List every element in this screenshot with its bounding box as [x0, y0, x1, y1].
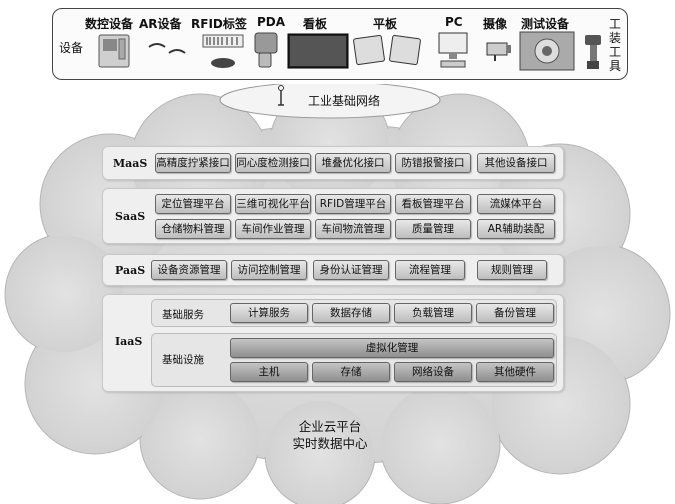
camera-icon: [485, 39, 513, 63]
network-label: 工业基础网络: [308, 94, 381, 108]
saas-item[interactable]: 三维可视化平台: [235, 194, 311, 214]
basic-service-item[interactable]: 备份管理: [476, 303, 554, 323]
saas-item[interactable]: 车间作业管理: [235, 219, 311, 239]
infrastructure-item[interactable]: 存储: [312, 362, 390, 382]
saas-item[interactable]: AR辅助装配: [477, 219, 555, 239]
power-tool-icon: [581, 31, 605, 71]
iaas-layer: IaaS 基础服务 计算服务 数据存储 负载管理 备份管理 基础设施 虚拟化管理…: [102, 294, 564, 392]
infrastructure-panel: 基础设施 虚拟化管理 主机 存储 网络设备 其他硬件: [151, 333, 557, 387]
device-label-tablet: 平板: [373, 17, 398, 31]
saas-item[interactable]: 质量管理: [395, 219, 471, 239]
basic-service-item[interactable]: 负载管理: [394, 303, 472, 323]
infrastructure-item[interactable]: 网络设备: [394, 362, 472, 382]
maas-layer-name: MaaS: [113, 157, 148, 170]
device-label-tool: 工装工具: [609, 17, 622, 73]
device-label-test: 测试设备: [521, 17, 570, 31]
maas-item[interactable]: 同心度检测接口: [235, 153, 311, 173]
maas-item[interactable]: 防错报警接口: [395, 153, 471, 173]
virtualization-bar[interactable]: 虚拟化管理: [230, 338, 554, 358]
saas-layer: SaaS 定位管理平台 三维可视化平台 RFID管理平台 看板管理平台 流媒体平…: [102, 188, 564, 244]
device-label-board: 看板: [303, 17, 328, 31]
saas-layer-name: SaaS: [115, 210, 146, 223]
test-equipment-icon: [519, 31, 575, 71]
infrastructure-item[interactable]: 其他硬件: [476, 362, 554, 382]
maas-layer: MaaS 高精度拧紧接口 同心度检测接口 堆叠优化接口 防错报警接口 其他设备接…: [102, 146, 564, 180]
basic-services-label: 基础服务: [162, 309, 204, 321]
infrastructure-label: 基础设施: [162, 354, 204, 366]
device-label-camera: 摄像: [483, 17, 508, 31]
display-board-icon: [287, 33, 349, 69]
network-antenna-icon: [276, 84, 286, 106]
ar-glasses-icon: [147, 39, 187, 59]
device-label-ar: AR设备: [139, 17, 182, 31]
device-bar: 设备 数控设备 AR设备 RFID标签 PDA 看板 平板 PC 摄像 测试设备…: [52, 8, 628, 80]
footer-line1: 企业云平台: [298, 419, 362, 434]
cnc-machine-icon: [97, 31, 131, 69]
saas-item[interactable]: 定位管理平台: [155, 194, 231, 214]
maas-item[interactable]: 高精度拧紧接口: [155, 153, 231, 173]
device-label-cnc: 数控设备: [85, 17, 134, 31]
device-label-rfid: RFID标签: [191, 17, 247, 31]
pda-icon: [251, 31, 281, 69]
maas-item[interactable]: 堆叠优化接口: [315, 153, 391, 173]
basic-services-panel: 基础服务 计算服务 数据存储 负载管理 备份管理: [151, 299, 557, 327]
footer-line2: 实时数据中心: [292, 436, 368, 451]
devices-title: 设备: [59, 41, 84, 55]
basic-service-item[interactable]: 计算服务: [230, 303, 308, 323]
device-label-pda: PDA: [257, 15, 286, 29]
paas-item[interactable]: 规则管理: [477, 260, 547, 280]
paas-item[interactable]: 身份认证管理: [313, 260, 389, 280]
device-label-pc: PC: [445, 15, 463, 29]
saas-item[interactable]: 仓储物料管理: [155, 219, 231, 239]
saas-item[interactable]: 车间物流管理: [315, 219, 391, 239]
basic-service-item[interactable]: 数据存储: [312, 303, 390, 323]
saas-item[interactable]: 看板管理平台: [395, 194, 471, 214]
paas-layer: PaaS 设备资源管理 访问控制管理 身份认证管理 流程管理 规则管理: [102, 254, 564, 286]
iaas-layer-name: IaaS: [115, 335, 143, 348]
paas-item[interactable]: 设备资源管理: [151, 260, 227, 280]
infrastructure-item[interactable]: 主机: [230, 362, 308, 382]
paas-layer-name: PaaS: [115, 264, 146, 277]
pc-icon: [437, 31, 469, 69]
tablet-icon: [353, 33, 423, 69]
saas-item[interactable]: 流媒体平台: [477, 194, 555, 214]
saas-item[interactable]: RFID管理平台: [315, 194, 391, 214]
rfid-tag-icon: [201, 33, 245, 71]
paas-item[interactable]: 访问控制管理: [231, 260, 307, 280]
paas-item[interactable]: 流程管理: [395, 260, 465, 280]
maas-item[interactable]: 其他设备接口: [477, 153, 555, 173]
